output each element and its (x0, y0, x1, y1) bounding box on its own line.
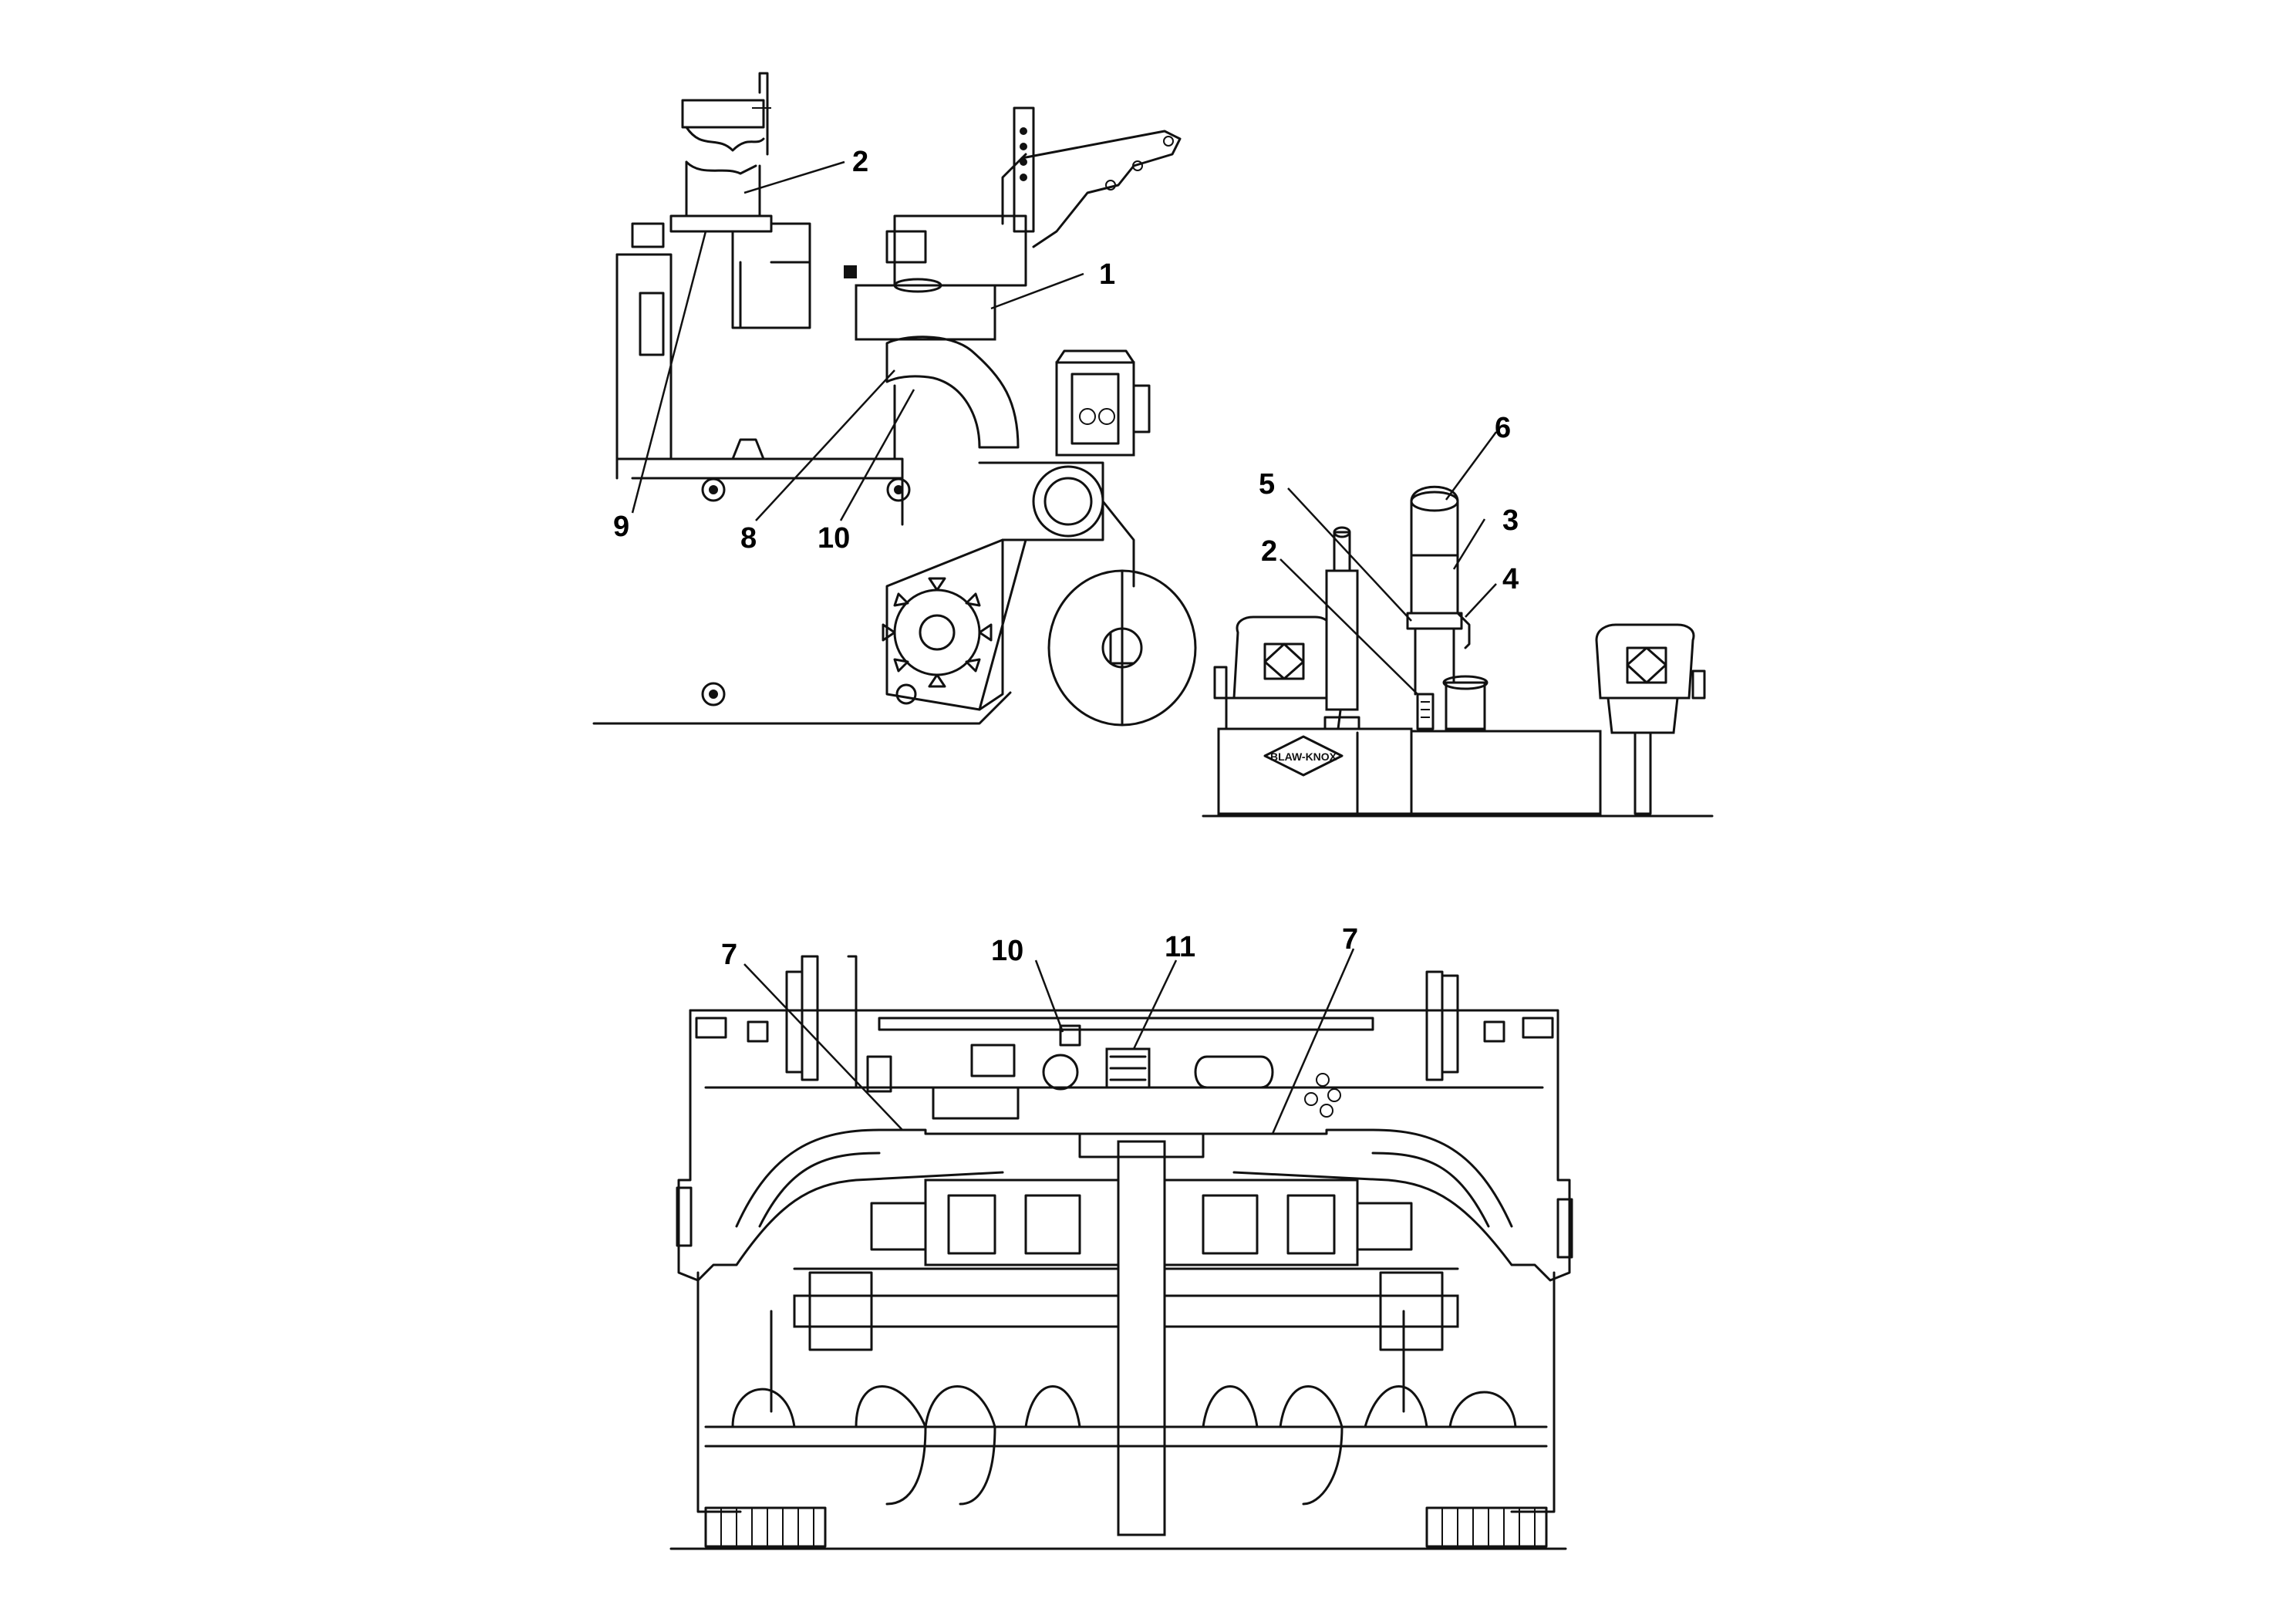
road-wheel (1047, 569, 1197, 727)
callout-2: 2 (1261, 535, 1277, 568)
callout-10: 10 (991, 935, 1023, 967)
auger-left (731, 1385, 1081, 1506)
callout-7: 7 (1342, 923, 1358, 956)
callout-1: 1 (1099, 258, 1115, 291)
sprocket (882, 577, 993, 688)
callout-leaders (631, 160, 1498, 1135)
callout-4: 4 (1502, 563, 1519, 595)
track-left (704, 1506, 827, 1548)
rear-view (669, 955, 1573, 1550)
callout-9: 9 (613, 511, 629, 543)
callout-7: 7 (721, 939, 737, 971)
callout-6: 6 (1495, 412, 1511, 444)
track-right (1425, 1506, 1548, 1548)
callout-8: 8 (740, 522, 757, 555)
side-view (592, 72, 1197, 727)
callout-10: 10 (818, 522, 850, 555)
callout-11: 11 (1165, 931, 1195, 963)
svg-text:BLAW-KNOX: BLAW-KNOX (1270, 750, 1337, 763)
callout-2: 2 (852, 146, 868, 178)
operator-view: BLAW-KNOX (1202, 485, 1714, 818)
callout-labels: 1 2 8 9 10 2 3 4 5 6 7 7 10 11 (613, 146, 1519, 971)
operator-seat-left (1213, 615, 1344, 730)
blaw-knox-logo: BLAW-KNOX (1263, 735, 1344, 777)
callout-3: 3 (1502, 504, 1519, 537)
callout-5: 5 (1259, 468, 1275, 501)
operator-seat-right (1595, 623, 1706, 815)
